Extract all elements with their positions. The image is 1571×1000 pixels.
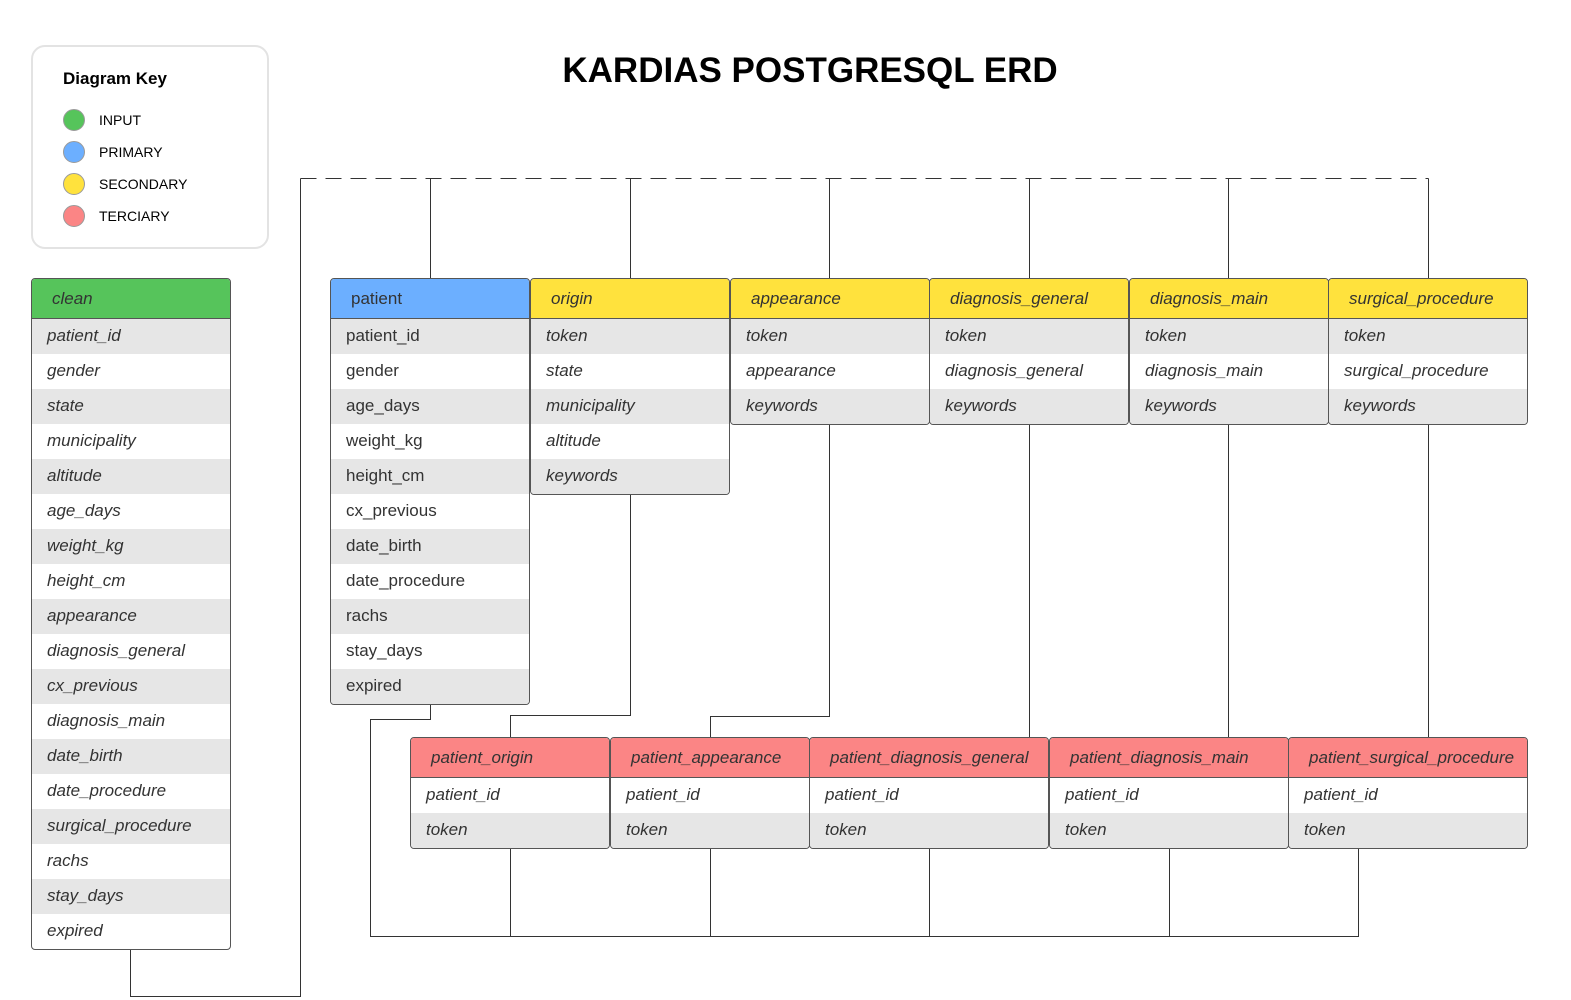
key-label: SECONDARY xyxy=(99,176,188,192)
field-row: diagnosis_general xyxy=(47,641,185,660)
field-row: token xyxy=(1289,813,1527,848)
table-diagnosis-main: diagnosis_main token diagnosis_main keyw… xyxy=(1129,278,1329,425)
key-label: TERCIARY xyxy=(99,208,170,224)
table-origin: origin token state municipality altitude… xyxy=(530,278,730,495)
field-row: keywords xyxy=(1329,389,1527,424)
field-row: date_procedure xyxy=(346,571,466,590)
field-row: token xyxy=(1130,319,1328,354)
field-row: cx_previous xyxy=(346,501,437,520)
field-row: rachs xyxy=(47,851,89,870)
table-patient-origin: patient_origin patient_id token xyxy=(410,737,610,849)
field-row: keywords xyxy=(930,389,1128,424)
field-row: token xyxy=(411,813,609,848)
yellow-dot-icon xyxy=(63,173,85,195)
key-title: Diagram Key xyxy=(63,69,167,88)
table-surgical-procedure: surgical_procedure token surgical_proced… xyxy=(1328,278,1528,425)
table-header: patient_appearance xyxy=(611,738,809,778)
field-row: height_cm xyxy=(331,459,529,494)
field-row: token xyxy=(531,319,729,354)
field-row: token xyxy=(930,319,1128,354)
field-row: diagnosis_general xyxy=(945,361,1083,380)
field-row: state xyxy=(32,389,230,424)
field-row: patient_id xyxy=(1050,778,1288,813)
red-dot-icon xyxy=(63,205,85,227)
table-header: patient_diagnosis_main xyxy=(1050,738,1288,778)
field-row: patient_id xyxy=(32,319,230,354)
field-row: diagnosis_main xyxy=(1145,361,1264,380)
field-row: token xyxy=(810,813,1048,848)
field-row: keywords xyxy=(531,459,729,494)
table-patient-diagnosis-general: patient_diagnosis_general patient_id tok… xyxy=(809,737,1049,849)
field-row: appearance xyxy=(746,361,836,380)
patient-bottom-bus xyxy=(370,702,1359,937)
origin-to-patient-origin xyxy=(510,492,631,737)
field-row: height_cm xyxy=(47,571,126,590)
field-row: token xyxy=(1050,813,1288,848)
page-title: KARDIAS POSTGRESQL ERD xyxy=(562,51,1058,90)
field-row: patient_id xyxy=(331,319,529,354)
table-header: surgical_procedure xyxy=(1329,279,1527,319)
field-row: token xyxy=(611,813,809,848)
green-dot-icon xyxy=(63,109,85,131)
field-row: date_procedure xyxy=(47,781,167,800)
table-header: patient xyxy=(331,279,529,319)
field-row: token xyxy=(731,319,929,354)
field-row: state xyxy=(546,361,583,380)
field-row: age_days xyxy=(331,389,529,424)
field-row: surgical_procedure xyxy=(32,809,230,844)
field-row: expired xyxy=(47,921,103,940)
appearance-to-patient-appearance xyxy=(710,422,830,737)
field-row: gender xyxy=(47,361,100,380)
field-row: keywords xyxy=(731,389,929,424)
field-row: rachs xyxy=(331,599,529,634)
key-label: PRIMARY xyxy=(99,144,163,160)
field-row: age_days xyxy=(47,501,121,520)
field-row: cx_previous xyxy=(32,669,230,704)
field-row: gender xyxy=(346,361,399,380)
field-row: keywords xyxy=(1130,389,1328,424)
table-patient: patient patient_id gender age_days weigh… xyxy=(330,278,530,705)
table-header: patient_origin xyxy=(411,738,609,778)
table-clean: clean patient_id gender state municipali… xyxy=(31,278,231,950)
clean-connector xyxy=(130,178,301,997)
table-patient-appearance: patient_appearance patient_id token xyxy=(610,737,810,849)
field-row: stay_days xyxy=(32,879,230,914)
table-header: origin xyxy=(531,279,729,319)
table-header: patient_surgical_procedure xyxy=(1289,738,1527,778)
field-row: expired xyxy=(331,669,529,704)
field-row: patient_id xyxy=(1289,778,1527,813)
field-row: municipality xyxy=(47,431,136,450)
field-row: altitude xyxy=(546,431,601,450)
table-appearance: appearance token appearance keywords xyxy=(730,278,930,425)
table-header: diagnosis_main xyxy=(1130,279,1328,319)
table-header: clean xyxy=(32,279,230,319)
field-row: patient_id xyxy=(611,778,809,813)
table-header: patient_diagnosis_general xyxy=(810,738,1048,778)
field-row: appearance xyxy=(32,599,230,634)
field-row: municipality xyxy=(531,389,729,424)
field-row: patient_id xyxy=(810,778,1048,813)
table-diagnosis-general: diagnosis_general token diagnosis_genera… xyxy=(929,278,1129,425)
field-row: diagnosis_main xyxy=(47,711,166,730)
field-row: patient_id xyxy=(411,778,609,813)
field-row: weight_kg xyxy=(32,529,230,564)
table-patient-surgical-procedure: patient_surgical_procedure patient_id to… xyxy=(1288,737,1528,849)
table-header: diagnosis_general xyxy=(930,279,1128,319)
key-label: INPUT xyxy=(99,112,141,128)
field-row: surgical_procedure xyxy=(1344,361,1489,380)
field-row: stay_days xyxy=(346,641,423,660)
table-patient-diagnosis-main: patient_diagnosis_main patient_id token xyxy=(1049,737,1289,849)
blue-dot-icon xyxy=(63,141,85,163)
table-header: appearance xyxy=(731,279,929,319)
field-row: date_birth xyxy=(331,529,529,564)
field-row: token xyxy=(1329,319,1527,354)
field-row: weight_kg xyxy=(346,431,423,450)
diagram-key: Diagram Key INPUT PRIMARY SECONDARY TERC… xyxy=(31,45,269,249)
field-row: date_birth xyxy=(32,739,230,774)
field-row: altitude xyxy=(32,459,230,494)
